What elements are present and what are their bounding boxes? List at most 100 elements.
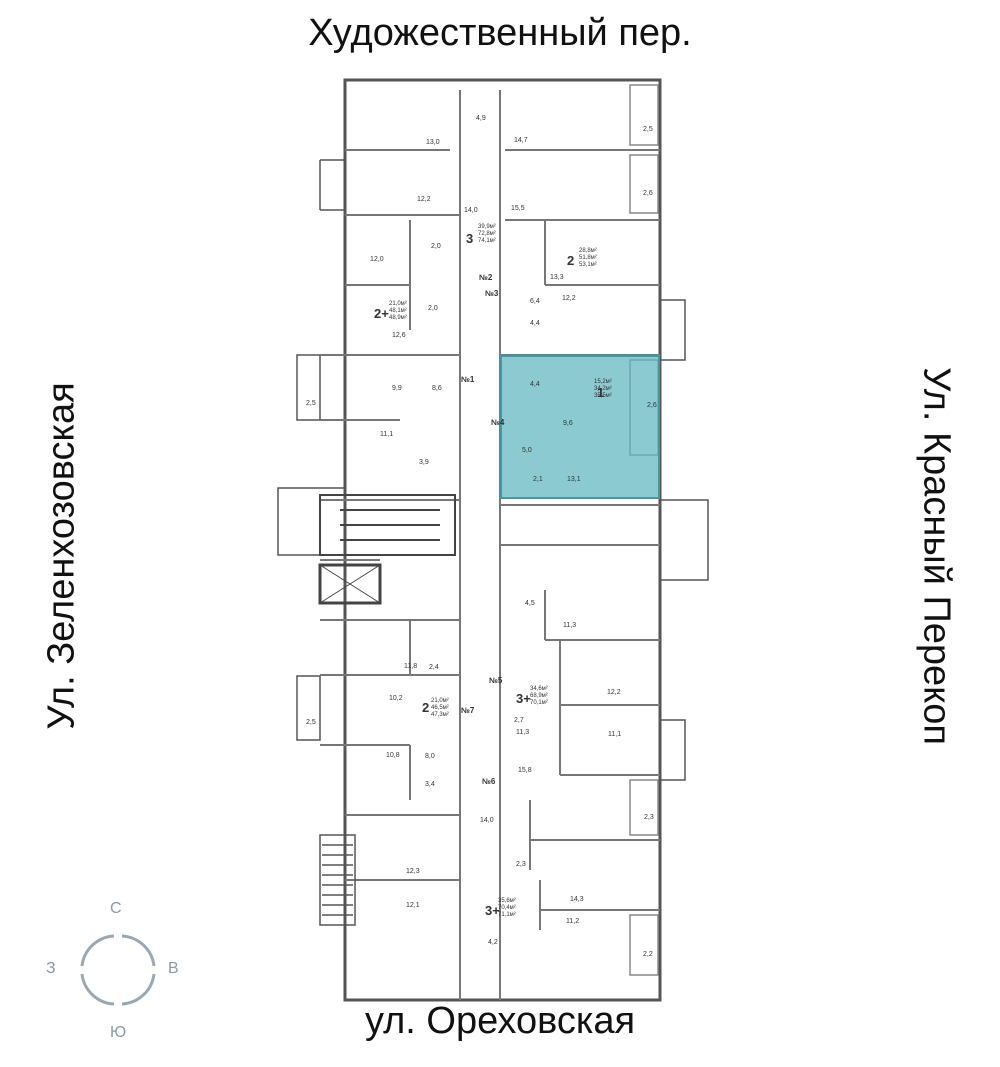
room-area-31: 2,4 bbox=[429, 664, 439, 671]
apartment-living-area-apt-3-top: 39,9м² bbox=[478, 224, 496, 230]
room-area-3: 13,0 bbox=[426, 139, 440, 146]
unit-number-3: №3 bbox=[485, 289, 499, 298]
room-area-41: 15,8 bbox=[518, 767, 532, 774]
apartment-living-area-apt-1: 15,2м² bbox=[594, 379, 612, 385]
entrance-ramp bbox=[319, 834, 356, 926]
room-area-21: 3,9 bbox=[419, 459, 429, 466]
room-area-1: 4,9 bbox=[476, 115, 486, 122]
room-area-48: 11,2 bbox=[566, 918, 579, 925]
room-area-34: 12,2 bbox=[607, 689, 621, 696]
apartment-gross-area-apt-3plus-mid: 70,1м² bbox=[530, 700, 548, 706]
balconies bbox=[629, 84, 659, 976]
apartment-gross-area-apt-3plus-bottom: 71,1м² bbox=[498, 912, 516, 918]
elevator-shaft bbox=[318, 563, 382, 605]
room-area-45: 2,3 bbox=[516, 861, 526, 868]
unit-number-5: №5 bbox=[489, 676, 503, 685]
stairwell bbox=[319, 494, 456, 556]
room-area-10: 12,0 bbox=[370, 256, 384, 263]
room-area-38: 8,0 bbox=[425, 753, 435, 760]
compass-south: Ю bbox=[110, 1024, 127, 1041]
room-area-17: 9,9 bbox=[392, 385, 402, 392]
room-area-43: 14,0 bbox=[480, 817, 494, 824]
room-area-15: 4,4 bbox=[530, 320, 540, 327]
apartment-living-area-apt-2-left: 21,0м² bbox=[431, 698, 449, 704]
apartment-rooms-apt-3plus-mid: 3+ bbox=[516, 691, 531, 706]
compass-west: З bbox=[46, 960, 56, 977]
unit-number-1: №1 bbox=[461, 375, 475, 384]
room-area-29: 11,3 bbox=[563, 622, 576, 629]
room-area-42: 2,3 bbox=[644, 814, 654, 821]
room-area-18: 8,6 bbox=[432, 385, 442, 392]
room-area-6: 12,2 bbox=[417, 196, 431, 203]
interior-walls bbox=[320, 90, 660, 1000]
room-area-23: 9,6 bbox=[563, 420, 573, 427]
apartment-total-area-apt-2-left: 46,5м² bbox=[431, 705, 449, 711]
apartment-living-area-apt-3plus-bottom: 35,6м² bbox=[498, 898, 516, 904]
room-area-24: 2,6 bbox=[647, 402, 657, 409]
compass-north: С bbox=[110, 900, 122, 917]
room-area-27: 13,1 bbox=[567, 476, 581, 483]
apartment-gross-area-apt-1: 35,5м² bbox=[594, 393, 612, 399]
apartment-rooms-apt-3plus-bottom: 3+ bbox=[485, 903, 500, 918]
room-area-12: 12,2 bbox=[562, 295, 576, 302]
apartment-living-area-apt-2plus: 21,0м² bbox=[389, 301, 407, 307]
room-area-46: 14,3 bbox=[570, 896, 584, 903]
apartment-total-area-apt-2plus: 48,1м² bbox=[389, 308, 407, 314]
apartment-rooms-apt-2-top: 2 bbox=[567, 253, 574, 268]
apartment-gross-area-apt-3-top: 74,1м² bbox=[478, 238, 496, 244]
room-area-28: 4,5 bbox=[525, 600, 535, 607]
compass: С Ю З В bbox=[46, 900, 179, 1041]
room-area-20: 11,1 bbox=[380, 431, 393, 438]
room-area-14: 6,4 bbox=[530, 298, 540, 305]
room-area-49: 4,2 bbox=[488, 939, 498, 946]
room-area-25: 5,0 bbox=[522, 447, 532, 454]
street-label-bottom: ул. Ореховская bbox=[364, 1000, 636, 1042]
room-area-4: 2,5 bbox=[643, 126, 653, 133]
unit-number-4: №4 bbox=[491, 418, 505, 427]
apartment-rooms-apt-1: 1 bbox=[597, 385, 604, 400]
apartment-living-area-apt-3plus-mid: 34,6м² bbox=[530, 686, 548, 692]
unit-number-2: №2 bbox=[479, 273, 493, 282]
unit-number-7: №7 bbox=[461, 706, 475, 715]
unit-number-labels: №1 №2 №3 №4 №5 №6 №7 bbox=[461, 273, 505, 786]
apartment-total-area-apt-1: 34,2м² bbox=[594, 386, 612, 392]
room-area-39: 10,8 bbox=[386, 752, 400, 759]
room-area-50: 2,2 bbox=[643, 951, 653, 958]
building-outline bbox=[277, 78, 709, 1002]
room-area-32: 10,2 bbox=[389, 695, 403, 702]
room-area-44: 12,3 bbox=[406, 868, 420, 875]
room-area-8: 15,5 bbox=[511, 205, 525, 212]
apartment-total-area-apt-3plus-mid: 68,9м² bbox=[530, 693, 548, 699]
room-area-26: 2,1 bbox=[533, 476, 543, 483]
street-label-top: Художественный пер. bbox=[308, 12, 692, 54]
room-area-16: 12,6 bbox=[392, 332, 406, 339]
room-area-9: 2,0 bbox=[431, 243, 441, 250]
room-area-30: 11,8 bbox=[404, 663, 417, 670]
room-area-36: 11,3 bbox=[516, 729, 529, 736]
room-area-47: 12,1 bbox=[406, 902, 420, 909]
room-area-13: 2,0 bbox=[428, 305, 438, 312]
apartment-total-area-apt-2-top: 51,8м² bbox=[579, 255, 597, 261]
apartment-rooms-apt-2plus: 2+ bbox=[374, 306, 389, 321]
room-area-37: 11,1 bbox=[608, 731, 621, 738]
apartment-gross-area-apt-2-left: 47,3м² bbox=[431, 712, 449, 718]
room-area-19: 2,5 bbox=[306, 400, 316, 407]
apartment-highlight[interactable] bbox=[500, 355, 660, 499]
apartment-gross-area-apt-2-top: 53,1м² bbox=[579, 262, 597, 268]
room-area-22: 4,4 bbox=[530, 381, 540, 388]
room-area-7: 14,0 bbox=[464, 207, 478, 214]
room-area-11: 13,3 bbox=[550, 274, 564, 281]
unit-number-6: №6 bbox=[482, 777, 496, 786]
apartment-living-area-apt-2-top: 28,8м² bbox=[579, 248, 597, 254]
compass-east: В bbox=[168, 960, 179, 977]
room-area-33: 2,5 bbox=[306, 719, 316, 726]
apartment-total-area-apt-3-top: 72,8м² bbox=[478, 231, 496, 237]
apartment-rooms-apt-2-left: 2 bbox=[422, 700, 429, 715]
apartment-rooms-apt-3-top: 3 bbox=[466, 231, 473, 246]
compass-ring bbox=[80, 934, 156, 1006]
room-area-40: 3,4 bbox=[425, 781, 435, 788]
room-area-35: 2,7 bbox=[514, 717, 524, 724]
